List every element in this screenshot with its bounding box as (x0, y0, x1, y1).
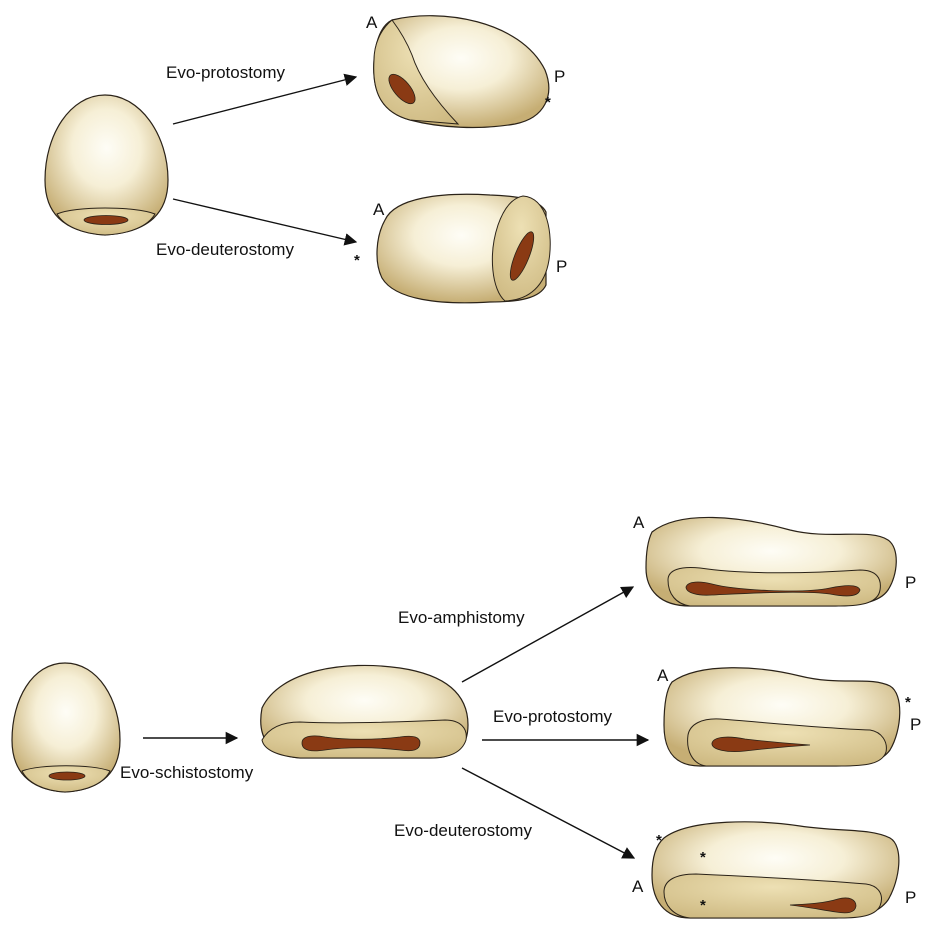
label-posterior: P (905, 573, 916, 592)
deuterostome-embryo (652, 822, 899, 918)
bottom-egg-embryo (12, 663, 120, 792)
label-evo-schistostomy: Evo-schistostomy (120, 763, 254, 782)
mouth-marker-star: * (545, 94, 551, 111)
mouth-marker-star: * (905, 694, 911, 711)
blastopore (84, 216, 128, 225)
top-egg-embryo (45, 95, 168, 235)
label-anterior: A (366, 13, 378, 32)
label-evo-deuterostomy: Evo-deuterostomy (394, 821, 532, 840)
arrow-evo-deuterostomy (173, 199, 356, 242)
label-evo-amphistomy: Evo-amphistomy (398, 608, 525, 627)
top-deuterostome-embryo (377, 194, 550, 303)
label-posterior: P (556, 257, 567, 276)
label-evo-protostomy: Evo-protostomy (493, 707, 613, 726)
amphistome-embryo (646, 517, 896, 606)
label-posterior: P (910, 715, 921, 734)
arrow-evo-protostomy (173, 77, 356, 124)
mouth-marker-star: * (700, 897, 706, 914)
label-posterior: P (554, 67, 565, 86)
label-anterior: A (373, 200, 385, 219)
label-evo-deuterostomy: Evo-deuterostomy (156, 240, 294, 259)
label-anterior: A (632, 877, 644, 896)
arrow-evo-deuterostomy (462, 768, 634, 858)
arrow-evo-amphistomy (462, 587, 633, 682)
label-evo-protostomy: Evo-protostomy (166, 63, 286, 82)
mouth-marker-star: * (700, 849, 706, 866)
top-protostome-embryo (374, 16, 549, 128)
label-anterior: A (657, 666, 669, 685)
mouth-marker-star: * (656, 832, 662, 849)
label-posterior: P (905, 888, 916, 907)
mouth-marker-star: * (354, 252, 360, 269)
protostome-embryo (664, 668, 900, 766)
blastopore (49, 772, 85, 780)
label-anterior: A (633, 513, 645, 532)
schistostome-embryo (261, 665, 468, 758)
